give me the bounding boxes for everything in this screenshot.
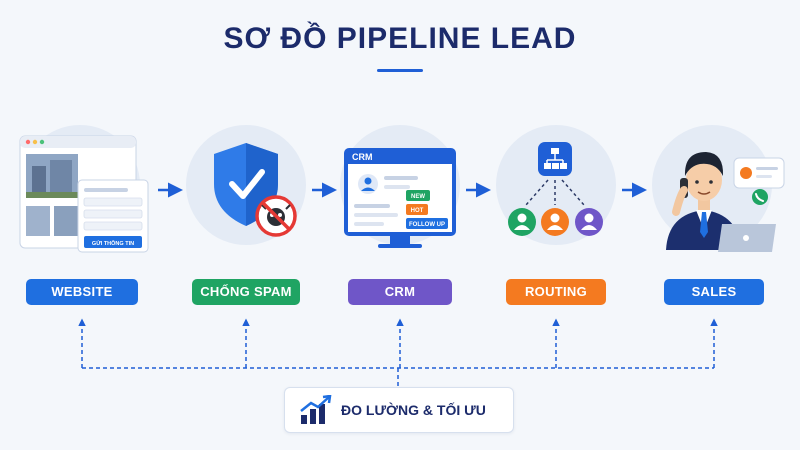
title-underline (377, 69, 423, 72)
website-form-icon: GỬI THÔNG TIN (19, 135, 149, 253)
bar-chart-growth-icon (300, 395, 332, 424)
crm-tag-hot: HOT (411, 208, 424, 214)
form-submit-label: GỬI THÔNG TIN (92, 239, 134, 247)
stage-label-website: WEBSITE (26, 279, 138, 305)
page-title: SƠ ĐỒ PIPELINE LEAD (223, 22, 577, 55)
feedback-box: ĐO LƯỜNG & TỐI ƯU (284, 387, 514, 433)
feedback-label: ĐO LƯỜNG & TỐI ƯU (341, 402, 486, 418)
sales-agent-icon (666, 152, 785, 252)
crm-tag-follow-up: FOLLOW UP (409, 222, 445, 228)
blocked-bot-icon (255, 195, 297, 237)
routing-hierarchy-icon (508, 142, 603, 236)
stage-label-sales: SALES (664, 279, 764, 305)
crm-tag-new: NEW (411, 194, 425, 200)
crm-screen-title: CRM (352, 152, 373, 162)
stage-label-anti-spam: CHỐNG SPAM (192, 279, 300, 305)
stage-label-crm: CRM (348, 279, 452, 305)
crm-monitor-icon: CRM NEW HOT FOLLOW UP (344, 148, 456, 248)
stage-label-routing: ROUTING (506, 279, 606, 305)
